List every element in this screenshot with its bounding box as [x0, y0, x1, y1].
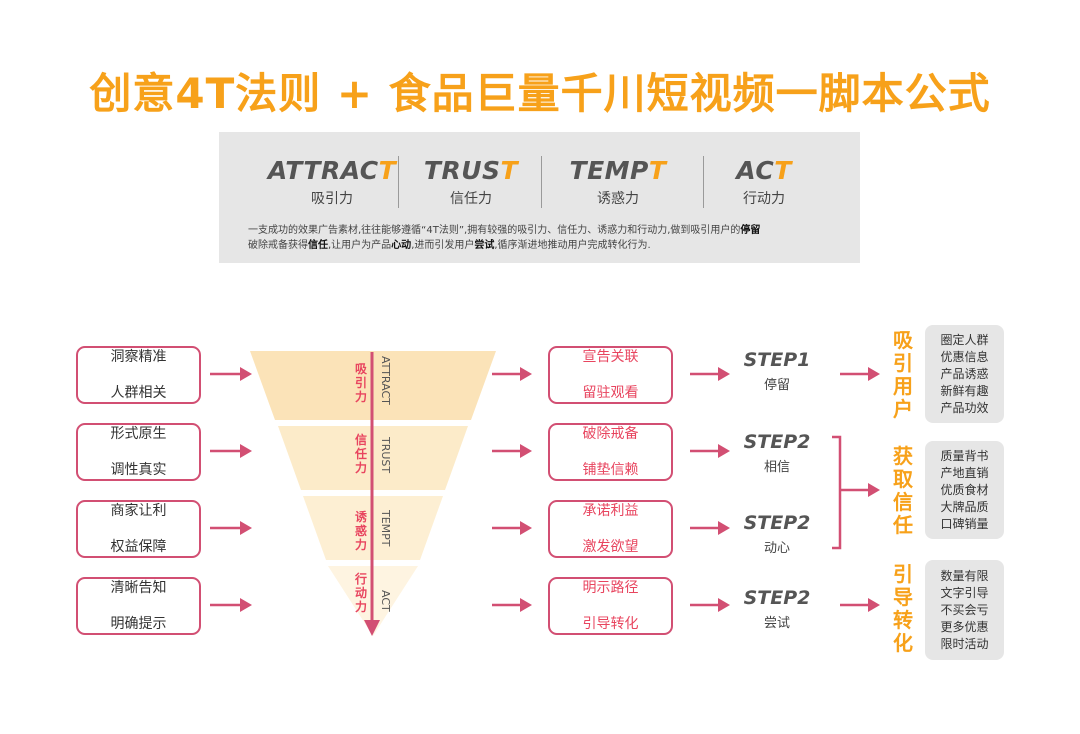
step-number: STEP2: [743, 431, 811, 453]
tag-list: 数量有限文字引导不买会亏更多优惠限时活动: [925, 560, 1004, 660]
pillar-label: 信任力: [450, 191, 492, 207]
step-number: STEP2: [743, 587, 811, 609]
step-arrows: [690, 367, 730, 612]
tag-list: 圈定人群优惠信息产品诱惑新鲜有趣产品功效: [925, 325, 1004, 423]
funnel-arrows: [492, 367, 532, 612]
result-arrows: [832, 367, 880, 612]
funnel-label-en: ACT: [379, 590, 392, 612]
result-title-attract: 吸引用户: [893, 328, 913, 421]
step-label: 动心: [763, 541, 790, 556]
action-box: 宣告关联留驻观看: [548, 346, 673, 404]
funnel-label-zh: 吸引力: [354, 362, 367, 404]
step-item: STEP2 尝试: [736, 587, 818, 631]
result-title-convert: 引导转化: [893, 562, 913, 655]
intro-description: 一支成功的效果广告素材,往往能够遵循“4T法则”,拥有较强的吸引力、信任力、诱惑…: [248, 225, 761, 251]
pillar-tempt: TEMPT 诱惑力: [543, 156, 693, 208]
step-item: STEP2 动心: [736, 512, 818, 556]
pillar-trust: TRUST 信任力: [396, 156, 546, 208]
divider: [398, 156, 399, 208]
step-label: 尝试: [763, 616, 790, 631]
funnel-label-en: ATTRACT: [379, 356, 392, 405]
pillar-attract: ATTRACT 吸引力: [257, 156, 407, 208]
funnel-label-en: TEMPT: [379, 510, 392, 547]
funnel-label-zh: 行动力: [354, 572, 367, 614]
step-number: STEP1: [743, 349, 811, 371]
result-title-trust: 获取信任: [893, 444, 913, 537]
principle-box: 洞察精准人群相关: [76, 346, 201, 404]
left-arrows: [210, 367, 252, 612]
funnel-label-en: TRUST: [379, 437, 392, 474]
action-box: 承诺利益激发欲望: [548, 500, 673, 558]
tag-list: 质量背书产地直销优质食材大牌品质口碑销量: [925, 441, 1004, 539]
funnel-arrow-head: [364, 620, 380, 636]
principle-box: 形式原生调性真实: [76, 423, 201, 481]
divider: [703, 156, 704, 208]
step-number: STEP2: [743, 512, 811, 534]
step-label: 相信: [763, 460, 790, 475]
funnel-label-zh: 信任力: [354, 433, 367, 475]
step-item: STEP2 相信: [736, 431, 818, 475]
principle-box: 商家让利权益保障: [76, 500, 201, 558]
step-item: STEP1 停留: [736, 349, 818, 393]
step-label: 停留: [763, 378, 790, 393]
divider: [541, 156, 542, 208]
action-box: 明示路径引导转化: [548, 577, 673, 635]
page-title: 创意4T法则 + 食品巨量千川短视频一脚本公式: [89, 69, 991, 118]
funnel-label-zh: 诱惑力: [354, 510, 367, 552]
action-box: 破除戒备铺垫信赖: [548, 423, 673, 481]
intro-panel: ATTRACT 吸引力 TRUST 信任力 TEMPT 诱惑力 ACT 行动力 …: [219, 132, 860, 263]
pillar-act: ACT 行动力: [689, 156, 839, 208]
pillar-label: 吸引力: [311, 191, 353, 207]
principle-box: 清晰告知明确提示: [76, 577, 201, 635]
pillar-label: 行动力: [743, 191, 785, 207]
pillar-label: 诱惑力: [597, 191, 639, 207]
